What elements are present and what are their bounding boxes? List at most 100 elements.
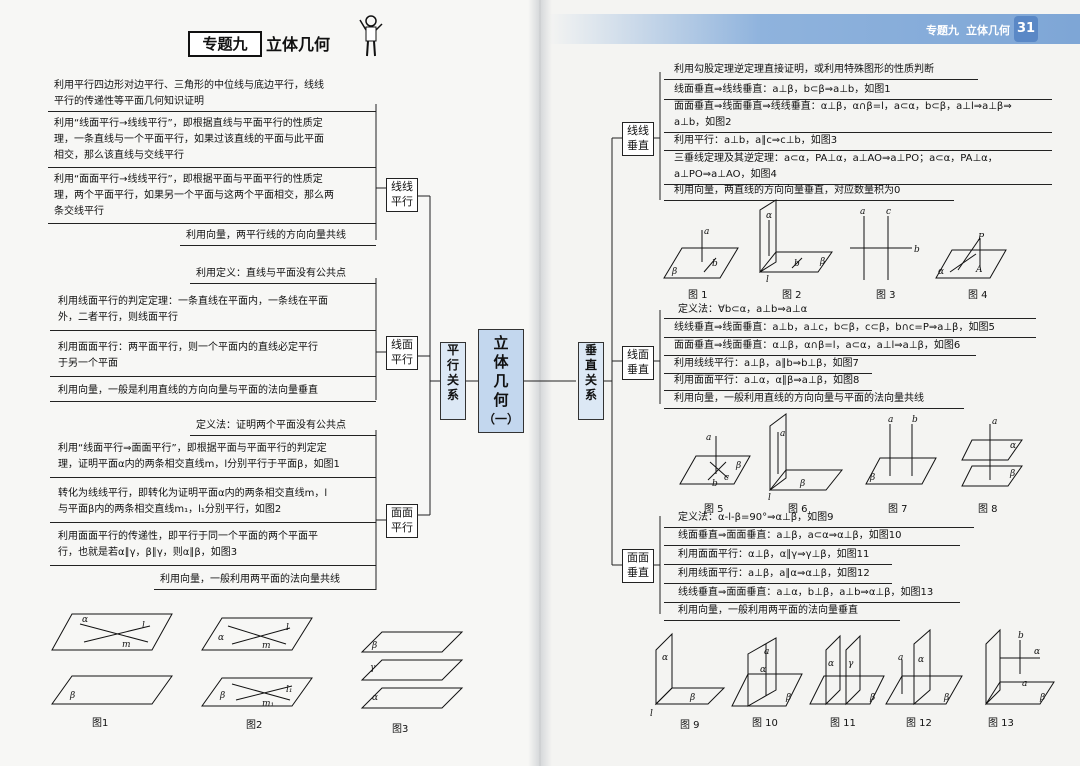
svg-text:β: β [371,641,377,651]
svg-text:β: β [1009,469,1015,479]
char: 系 [584,388,597,402]
divider [664,602,960,603]
divider [190,283,376,284]
fig1-diagram [51,613,173,705]
topic-box: 专题九 [188,31,262,57]
divider [664,373,872,374]
plp-item-6: 利用向量，一般利用直线的方向向量与平面的法向量共线 [674,393,924,404]
plp-item-4: 利用线线平行：a⊥β，a∥b⇒b⊥β，如图7 [674,358,859,369]
divider [50,401,376,402]
svg-text:α: α [218,633,224,643]
svg-text:β: β [689,693,695,703]
divider [48,111,376,112]
lp-item-1: 利用定义：直线与平面没有公共点 [196,268,346,279]
pll-item-3-line-2: a⊥b，如图2 [674,117,732,128]
char: 行 [446,358,459,372]
header-section: 专题九 [926,24,959,37]
svg-text:β: β [69,691,75,701]
lp-item-3-line-2: 于另一个平面 [58,358,118,369]
pll-item-3-line-1: 面面垂直⇒线面垂直⇒线线垂直：α⊥β，α∩β=l，a⊂α，b⊂β，a⊥l⇒a⊥β… [674,101,1012,112]
svg-text:a: a [992,417,997,427]
pfig10-label: 图 10 [752,718,778,729]
svg-text:α: α [372,693,378,703]
svg-text:A: A [975,265,983,275]
svg-text:a: a [764,647,769,657]
node-plane-plane-parallel: 面面平行 [386,504,418,538]
divider [180,245,376,246]
pll-item-5-line-1: 三垂线定理及其逆定理：a⊂α，PA⊥α，a⊥AO⇒a⊥PO；a⊂α，PA⊥α， [674,153,998,164]
svg-text:β: β [943,693,949,703]
divider [50,565,376,566]
divider [664,390,872,391]
svg-text:b: b [912,415,918,425]
svg-text:c: c [886,207,891,217]
lp-item-2-line-2: 外，二者平行，则线面平行 [58,312,178,323]
svg-text:α: α [1010,441,1016,451]
fig1-label: 图1 [92,718,109,729]
pfig12-diagram [885,628,963,706]
divider [664,527,974,528]
svg-text:l: l [142,621,145,631]
char: 直 [584,358,597,372]
header-band [548,14,1080,44]
svg-text:a: a [888,415,893,425]
svg-text:a: a [780,429,785,439]
divider [664,408,964,409]
pp-item-1: 定义法：证明两个平面没有公共点 [196,420,346,431]
char: 体 [493,353,509,371]
svg-text:b: b [914,245,920,255]
pfig9-diagram [654,632,726,706]
divider [664,583,892,584]
divider [664,79,978,80]
ppp-item-6: 利用向量，一般利用两平面的法向量垂直 [678,605,858,616]
pfig8-diagram [961,424,1023,487]
char: 几 [493,372,509,390]
svg-text:α: α [918,655,924,665]
ppp-item-3: 利用面面平行：α⊥β，α∥γ⇒γ⊥β，如图11 [678,549,870,560]
pfig2-diagram [758,199,833,273]
fig3-diagram [360,631,464,709]
pp-item-3-line-2: 与平面β内的两条相交直线m₁，l₁分别平行，如图2 [58,504,282,515]
pfig13-label: 图 13 [988,718,1014,729]
node-plane-plane-perpendicular: 面面垂直 [622,549,654,583]
svg-text:α: α [662,653,668,663]
pll-item-6: 利用向量，两直线的方向向量垂直，对应数量积为0 [674,185,901,196]
lp-item-3-line-1: 利用面面平行：两平面平行，则一个平面内的直线必定平行 [58,342,318,353]
pfig6-diagram [768,413,844,491]
plp-item-3: 面面垂直⇒线面垂直：α⊥β，α∩β=l，a⊂α，a⊥l⇒a⊥β，如图6 [674,340,961,351]
ll-item-2-line-2: 理，一条直线与一个平面平行，如果过该直线的平面与此平面 [54,134,324,145]
svg-text:α: α [1034,647,1040,657]
pfig3-diagram [850,216,912,280]
pfig11-diagram [809,634,885,706]
pll-item-1: 利用勾股定理逆定理直接证明，或利用特殊图形的性质判断 [674,64,934,75]
svg-text:b: b [712,479,718,489]
svg-text:β: β [869,473,875,483]
svg-text:α: α [760,665,766,675]
ppp-item-5: 线线垂直⇒面面垂直：a⊥α，b⊥β，a⊥b⇒α⊥β，如图13 [678,587,934,598]
divider [664,337,1036,338]
pfig7-label: 图 7 [888,504,908,515]
pp-item-3-line-1: 转化为线线平行，即转化为证明平面α内的两条相交直线m，l [58,488,328,499]
pfig3-label: 图 3 [876,290,896,301]
svg-text:m: m [262,641,271,651]
ll-item-2-line-3: 相交，那么该直线与交线平行 [54,150,184,161]
divider [664,564,892,565]
svg-text:α: α [938,267,944,277]
svg-text:β: β [735,461,741,471]
header-title: 立体几何 [966,24,1010,37]
ll-item-3-line-2: 理，两个平面平行，如果另一个平面与这两个平面相交，那么两 [54,190,334,201]
pfig1-diagram [663,230,739,279]
svg-text:c: c [724,473,729,483]
divider [154,589,376,590]
ppp-item-4: 利用线面平行：a⊥β，a∥α⇒α⊥β，如图12 [678,568,870,579]
stick-figure-icon [359,15,383,57]
divider [664,150,1052,151]
divider [48,167,376,168]
char: 垂 [584,343,597,357]
node-line-line-perpendicular: 线线垂直 [622,122,654,156]
pll-item-5-line-2: a⊥PO⇒a⊥AO，如图4 [674,169,777,180]
char: 关 [446,373,459,387]
